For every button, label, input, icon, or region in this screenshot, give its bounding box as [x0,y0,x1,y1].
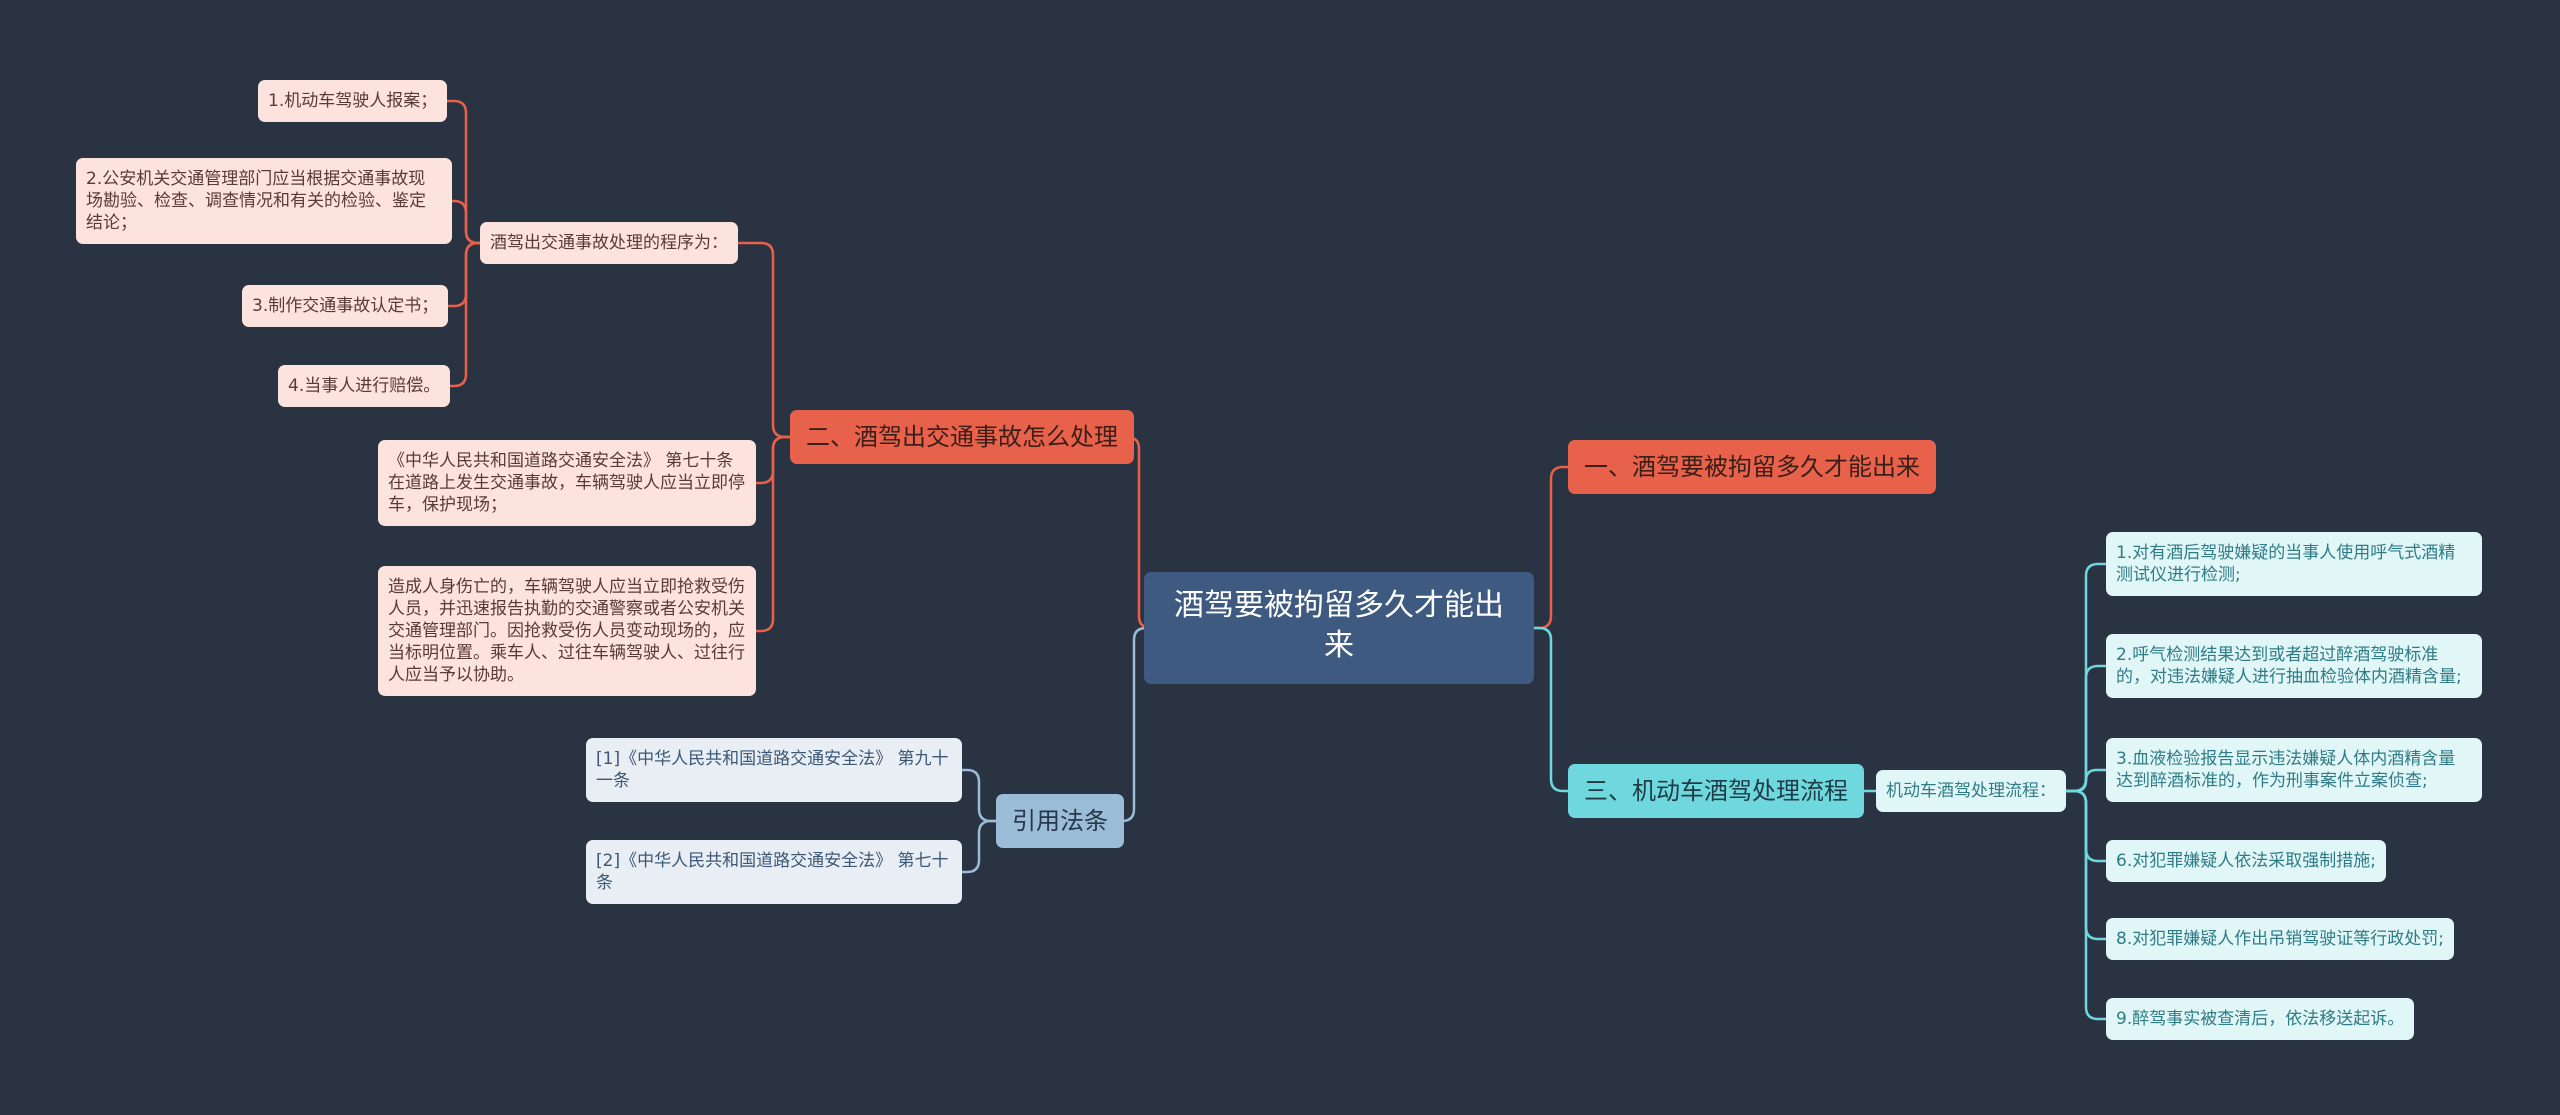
branch-2-link-3 [756,435,790,633]
branch-3-topic[interactable]: 三、机动车酒驾处理流程 [1568,764,1864,818]
flow-link-2 [2066,664,2106,793]
citation-link-2 [962,819,996,874]
flow-step-2[interactable]: 2.呼气检测结果达到或者超过醉酒驾驶标准的，对违法嫌疑人进行抽血检验体内酒精含量… [2106,634,2482,698]
procedure-topic[interactable]: 酒驾出交通事故处理的程序为： [480,222,738,264]
citation-2[interactable]: [2]《中华人民共和国道路交通安全法》 第七十条 [586,840,962,904]
procedure-step-2[interactable]: 2.公安机关交通管理部门应当根据交通事故现场勘验、检查、调查情况和有关的检验、鉴… [76,158,452,244]
citation-link-1 [962,768,996,823]
citation-1[interactable]: [1]《中华人民共和国道路交通安全法》 第九十一条 [586,738,962,802]
flow-link-6 [2066,789,2106,1021]
branch-2-topic[interactable]: 二、酒驾出交通事故怎么处理 [790,410,1134,464]
branch-2-link-1 [738,241,790,439]
flow-step-8[interactable]: 8.对犯罪嫌疑人作出吊销驾驶证等行政处罚; [2106,918,2454,960]
flow-step-9[interactable]: 9.醉驾事实被查清后，依法移送起诉。 [2106,998,2415,1040]
law-text-1[interactable]: 《中华人民共和国道路交通安全法》 第七十条在道路上发生交通事故，车辆驾驶人应当立… [378,440,756,526]
citations-topic[interactable]: 引用法条 [996,794,1124,848]
flow-topic[interactable]: 机动车酒驾处理流程： [1876,770,2066,812]
flow-step-1[interactable]: 1.对有酒后驾驶嫌疑的当事人使用呼气式酒精测试仪进行检测; [2106,532,2482,596]
procedure-link-4 [450,241,480,388]
procedure-link-2 [452,199,480,245]
procedure-step-4[interactable]: 4.当事人进行赔偿。 [278,365,451,407]
branch-1-topic[interactable]: 一、酒驾要被拘留多久才能出来 [1568,440,1936,494]
procedure-step-1[interactable]: 1.机动车驾驶人报案； [258,80,448,122]
law-text-2[interactable]: 造成人身伤亡的，车辆驾驶人应当立即抢救受伤人员，并迅速报告执勤的交通警察或者公安… [378,566,756,696]
root-link-left-blue-1 [1121,626,1147,823]
procedure-link-3 [448,241,480,308]
procedure-step-3[interactable]: 3.制作交通事故认定书； [242,285,449,327]
root-topic[interactable]: 酒驾要被拘留多久才能出来 [1144,572,1534,684]
root-link-right-cyan-1 [1534,626,1568,793]
flow-step-6[interactable]: 6.对犯罪嫌疑人依法采取强制措施; [2106,840,2386,882]
flow-step-3[interactable]: 3.血液检验报告显示违法嫌疑人体内酒精含量达到醉酒标准的，作为刑事案件立案侦查; [2106,738,2482,802]
root-link-right-red-1 [1534,465,1568,630]
